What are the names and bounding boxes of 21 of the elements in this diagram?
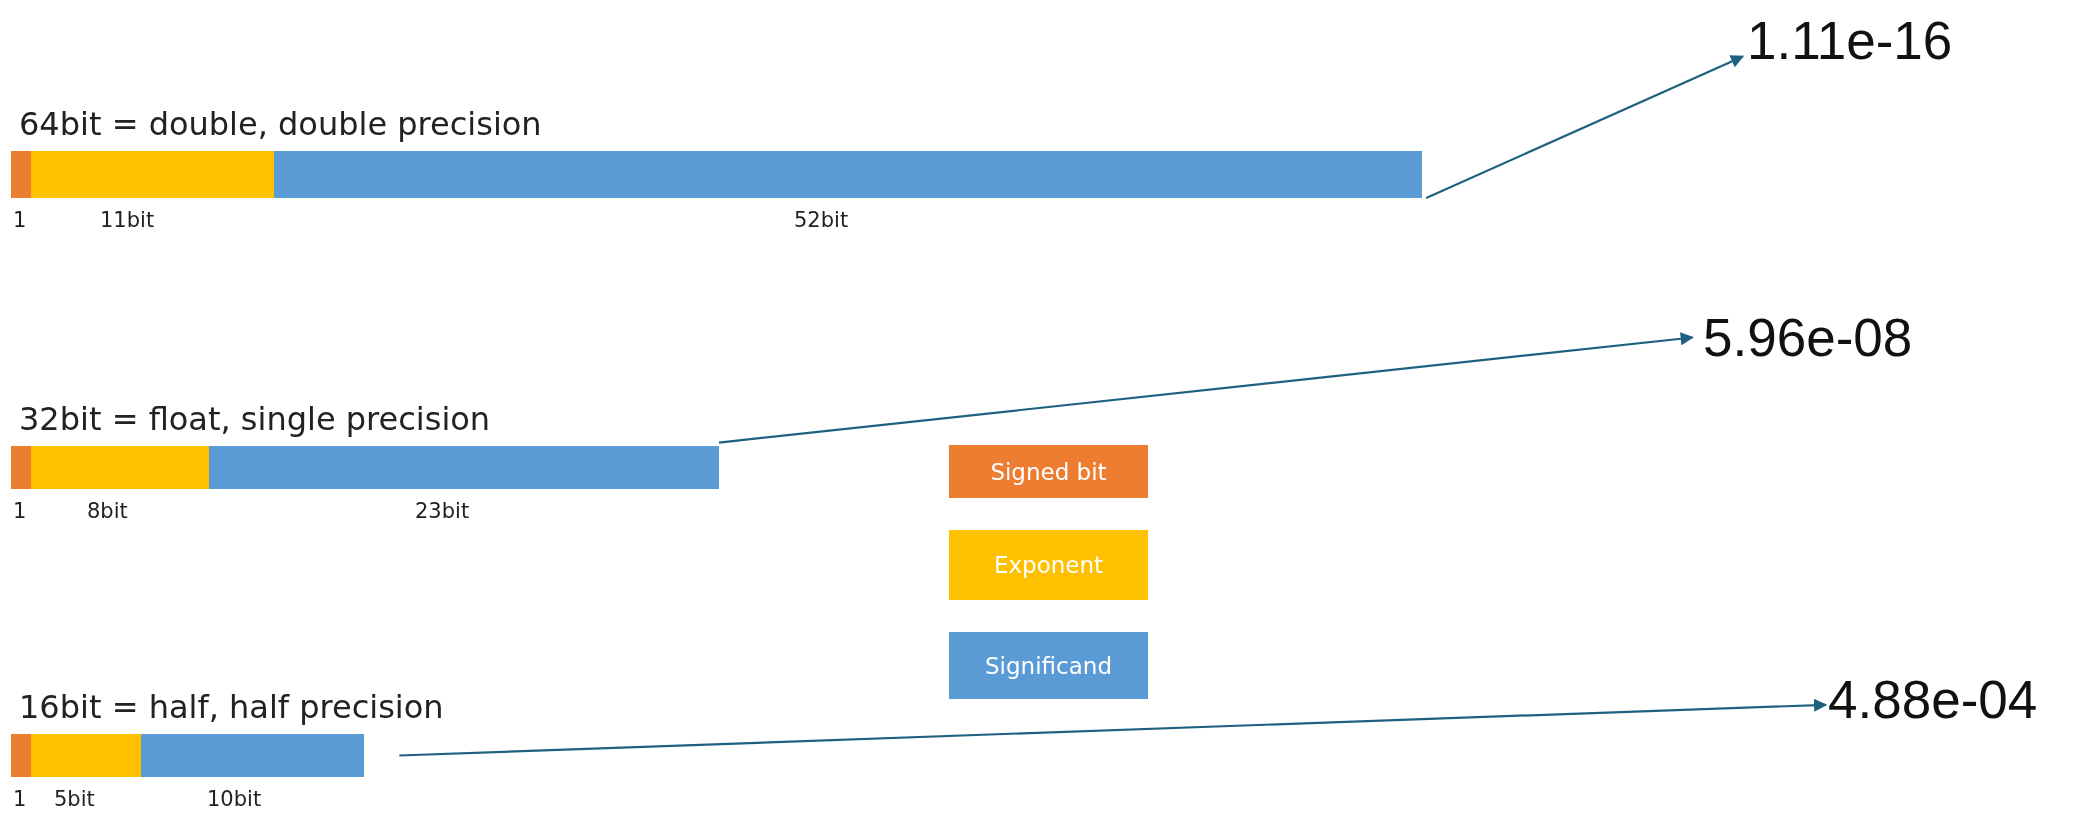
- bit-width-label: 1: [13, 787, 27, 811]
- bit-width-label: 11bit: [100, 208, 155, 232]
- bit-width-label: 23bit: [415, 499, 470, 523]
- arrow: [399, 698, 1828, 757]
- precision-value: 4.88e-04: [1828, 673, 2038, 726]
- legend-entry: Significand: [949, 632, 1148, 699]
- legend-entry: Exponent: [949, 530, 1148, 600]
- format-title: 32bit = float, single precision: [19, 400, 491, 438]
- arrow: [1425, 55, 1745, 199]
- format-title: 16bit = half, half precision: [19, 688, 444, 726]
- format-title: 64bit = double, double precision: [19, 105, 542, 143]
- bit-width-label: 10bit: [207, 787, 262, 811]
- arrow: [718, 332, 1694, 444]
- precision-value: 1.11e-16: [1747, 14, 1953, 67]
- bit-width-label: 52bit: [794, 208, 849, 232]
- bit-width-label: 1: [13, 499, 27, 523]
- legend-entry: Signed bit: [949, 445, 1148, 498]
- bit-width-label: 8bit: [87, 499, 128, 523]
- bit-width-label: 1: [13, 208, 27, 232]
- precision-value: 5.96e-08: [1703, 311, 1913, 364]
- bit-width-label: 5bit: [54, 787, 95, 811]
